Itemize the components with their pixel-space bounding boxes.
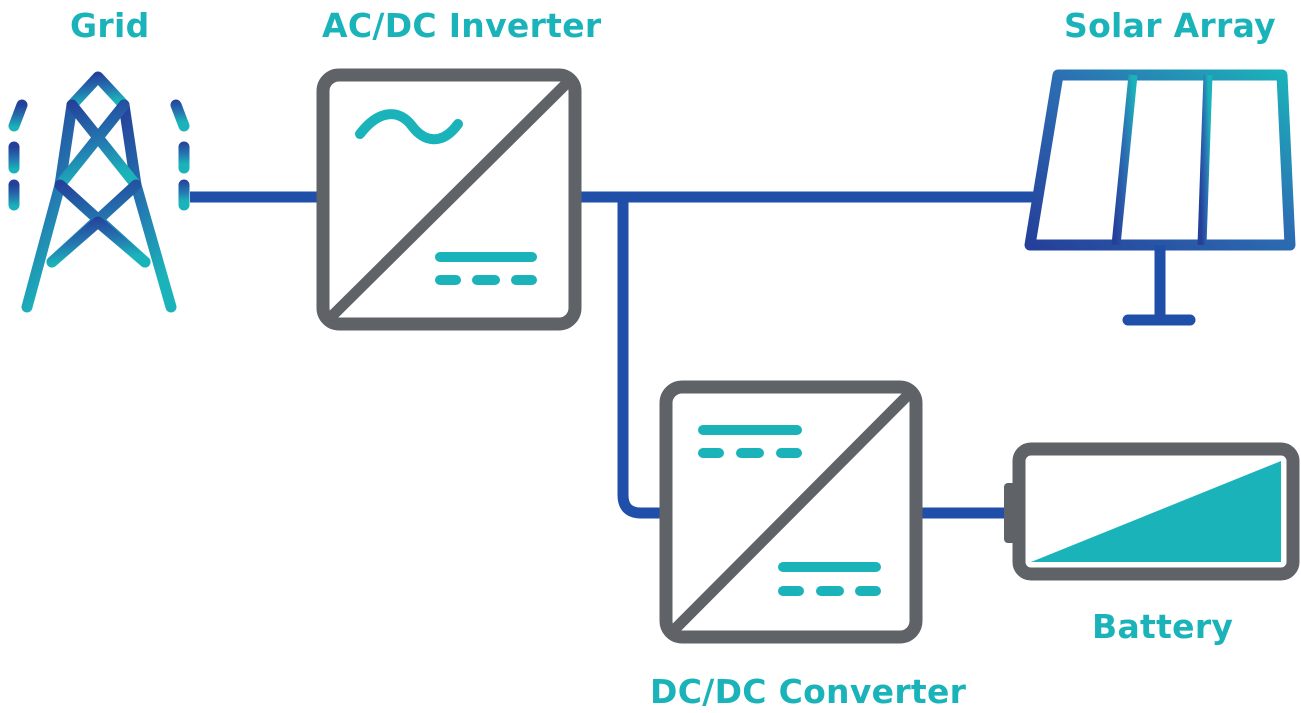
solar-panel-icon	[1024, 69, 1296, 326]
dc-dc-converter-icon	[659, 380, 923, 644]
ac-dc-inverter-icon	[316, 68, 582, 331]
inverter-label: AC/DC Inverter	[322, 6, 602, 45]
wire-inverter-converter	[617, 197, 665, 519]
battery-label: Battery	[1092, 607, 1234, 646]
battery-charge-fill	[1031, 461, 1281, 562]
battery-icon	[1004, 442, 1300, 581]
grid-label: Grid	[70, 6, 150, 45]
converter-label: DC/DC Converter	[650, 672, 967, 711]
connection-lines	[190, 191, 1040, 519]
solar-array-label: Solar Array	[1064, 6, 1276, 45]
transmission-tower-icon	[8, 71, 190, 313]
